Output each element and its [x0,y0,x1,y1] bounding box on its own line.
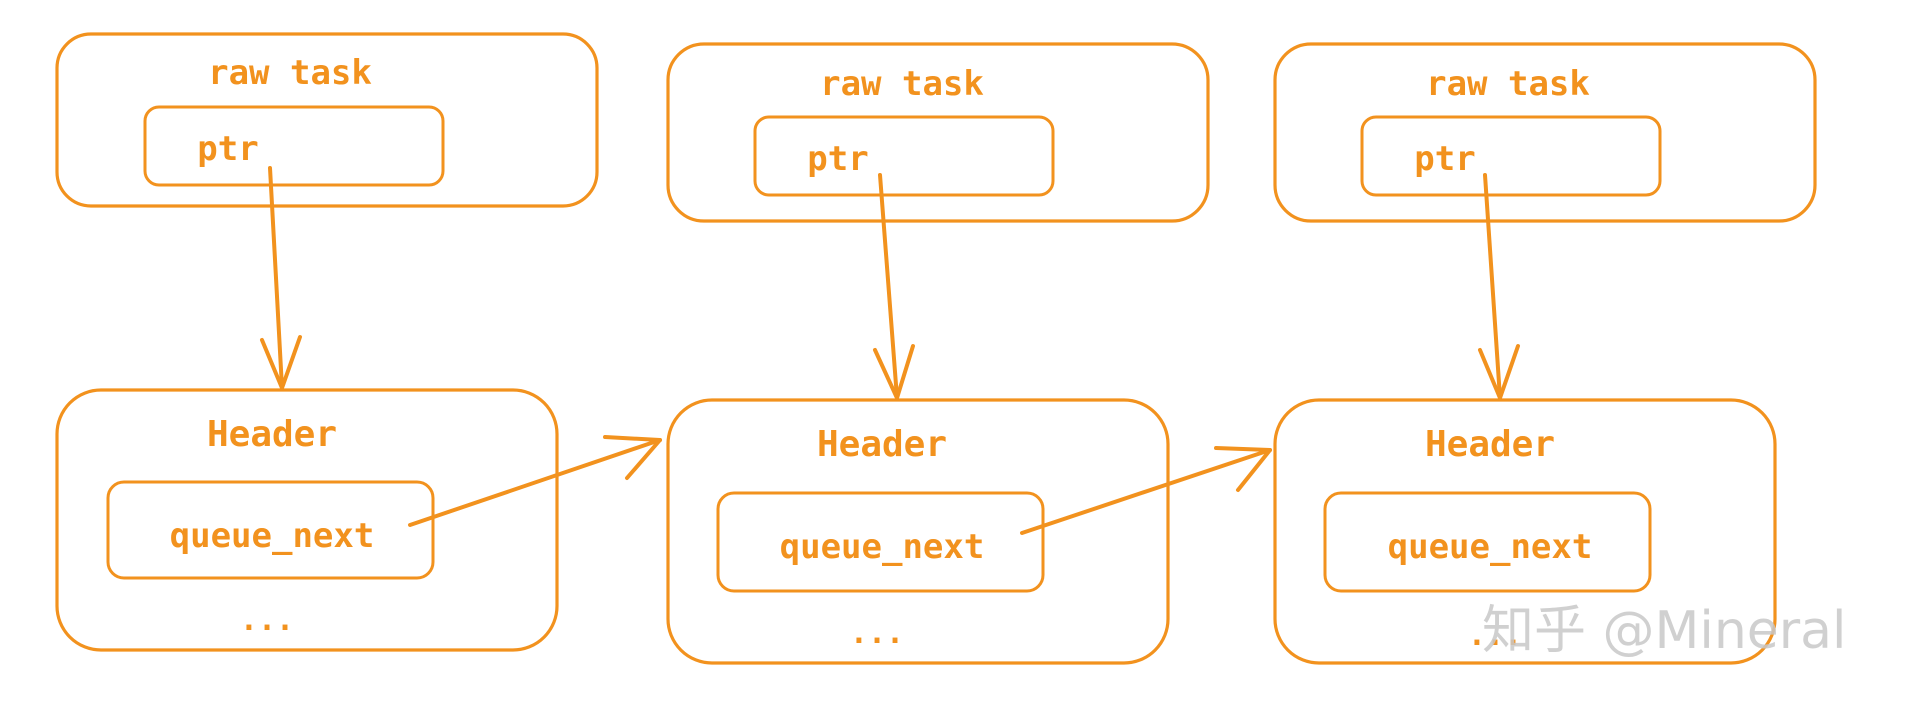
task-column-1: raw task ptr Header queue_next ... [55,32,599,652]
queue-next-label-1: queue_next [170,516,375,556]
raw-task-label-2: raw task [820,64,984,104]
ptr-field-box-1 [143,105,445,187]
raw-task-label-1: raw task [208,53,372,93]
task-column-2: raw task ptr Header queue_next ... [666,42,1210,665]
raw-task-box-2 [666,42,1210,223]
queue-next-label-3: queue_next [1388,527,1593,567]
ptr-field-box-2 [753,115,1055,197]
header-label-2: Header [817,424,947,465]
ptr-field-box-3 [1360,115,1662,197]
ptr-to-header-arrow-2 [873,173,915,400]
header-box-3 [1273,398,1777,665]
ellipsis-1: ... [240,603,294,638]
queue-next-label-2: queue_next [780,527,985,567]
header-label-1: Header [207,414,337,455]
queue-next-field-box-3 [1323,491,1652,593]
ptr-label-2: ptr [807,139,868,179]
ellipsis-2: ... [850,616,904,651]
raw-task-box-3 [1273,42,1817,223]
header-box-2 [666,398,1170,665]
ptr-to-header-arrow-3 [1478,173,1520,400]
header-box-1 [55,388,559,652]
queue-next-field-box-1 [106,480,435,580]
queue-next-arrow-1-to-2 [408,435,662,527]
ptr-label-3: ptr [1414,139,1475,179]
header-label-3: Header [1425,424,1555,465]
watermark-text: 知乎 @Mineral [1482,601,1846,661]
raw-task-label-3: raw task [1426,64,1590,104]
queue-next-field-box-2 [716,491,1045,593]
ptr-label-1: ptr [197,129,258,169]
task-column-3: raw task ptr Header queue_next ... [1273,42,1817,665]
ellipsis-3: ... [1468,618,1522,653]
ptr-to-header-arrow-1 [260,166,302,390]
queue-next-arrow-2-to-3 [1020,446,1272,535]
raw-task-box-1 [55,32,599,208]
